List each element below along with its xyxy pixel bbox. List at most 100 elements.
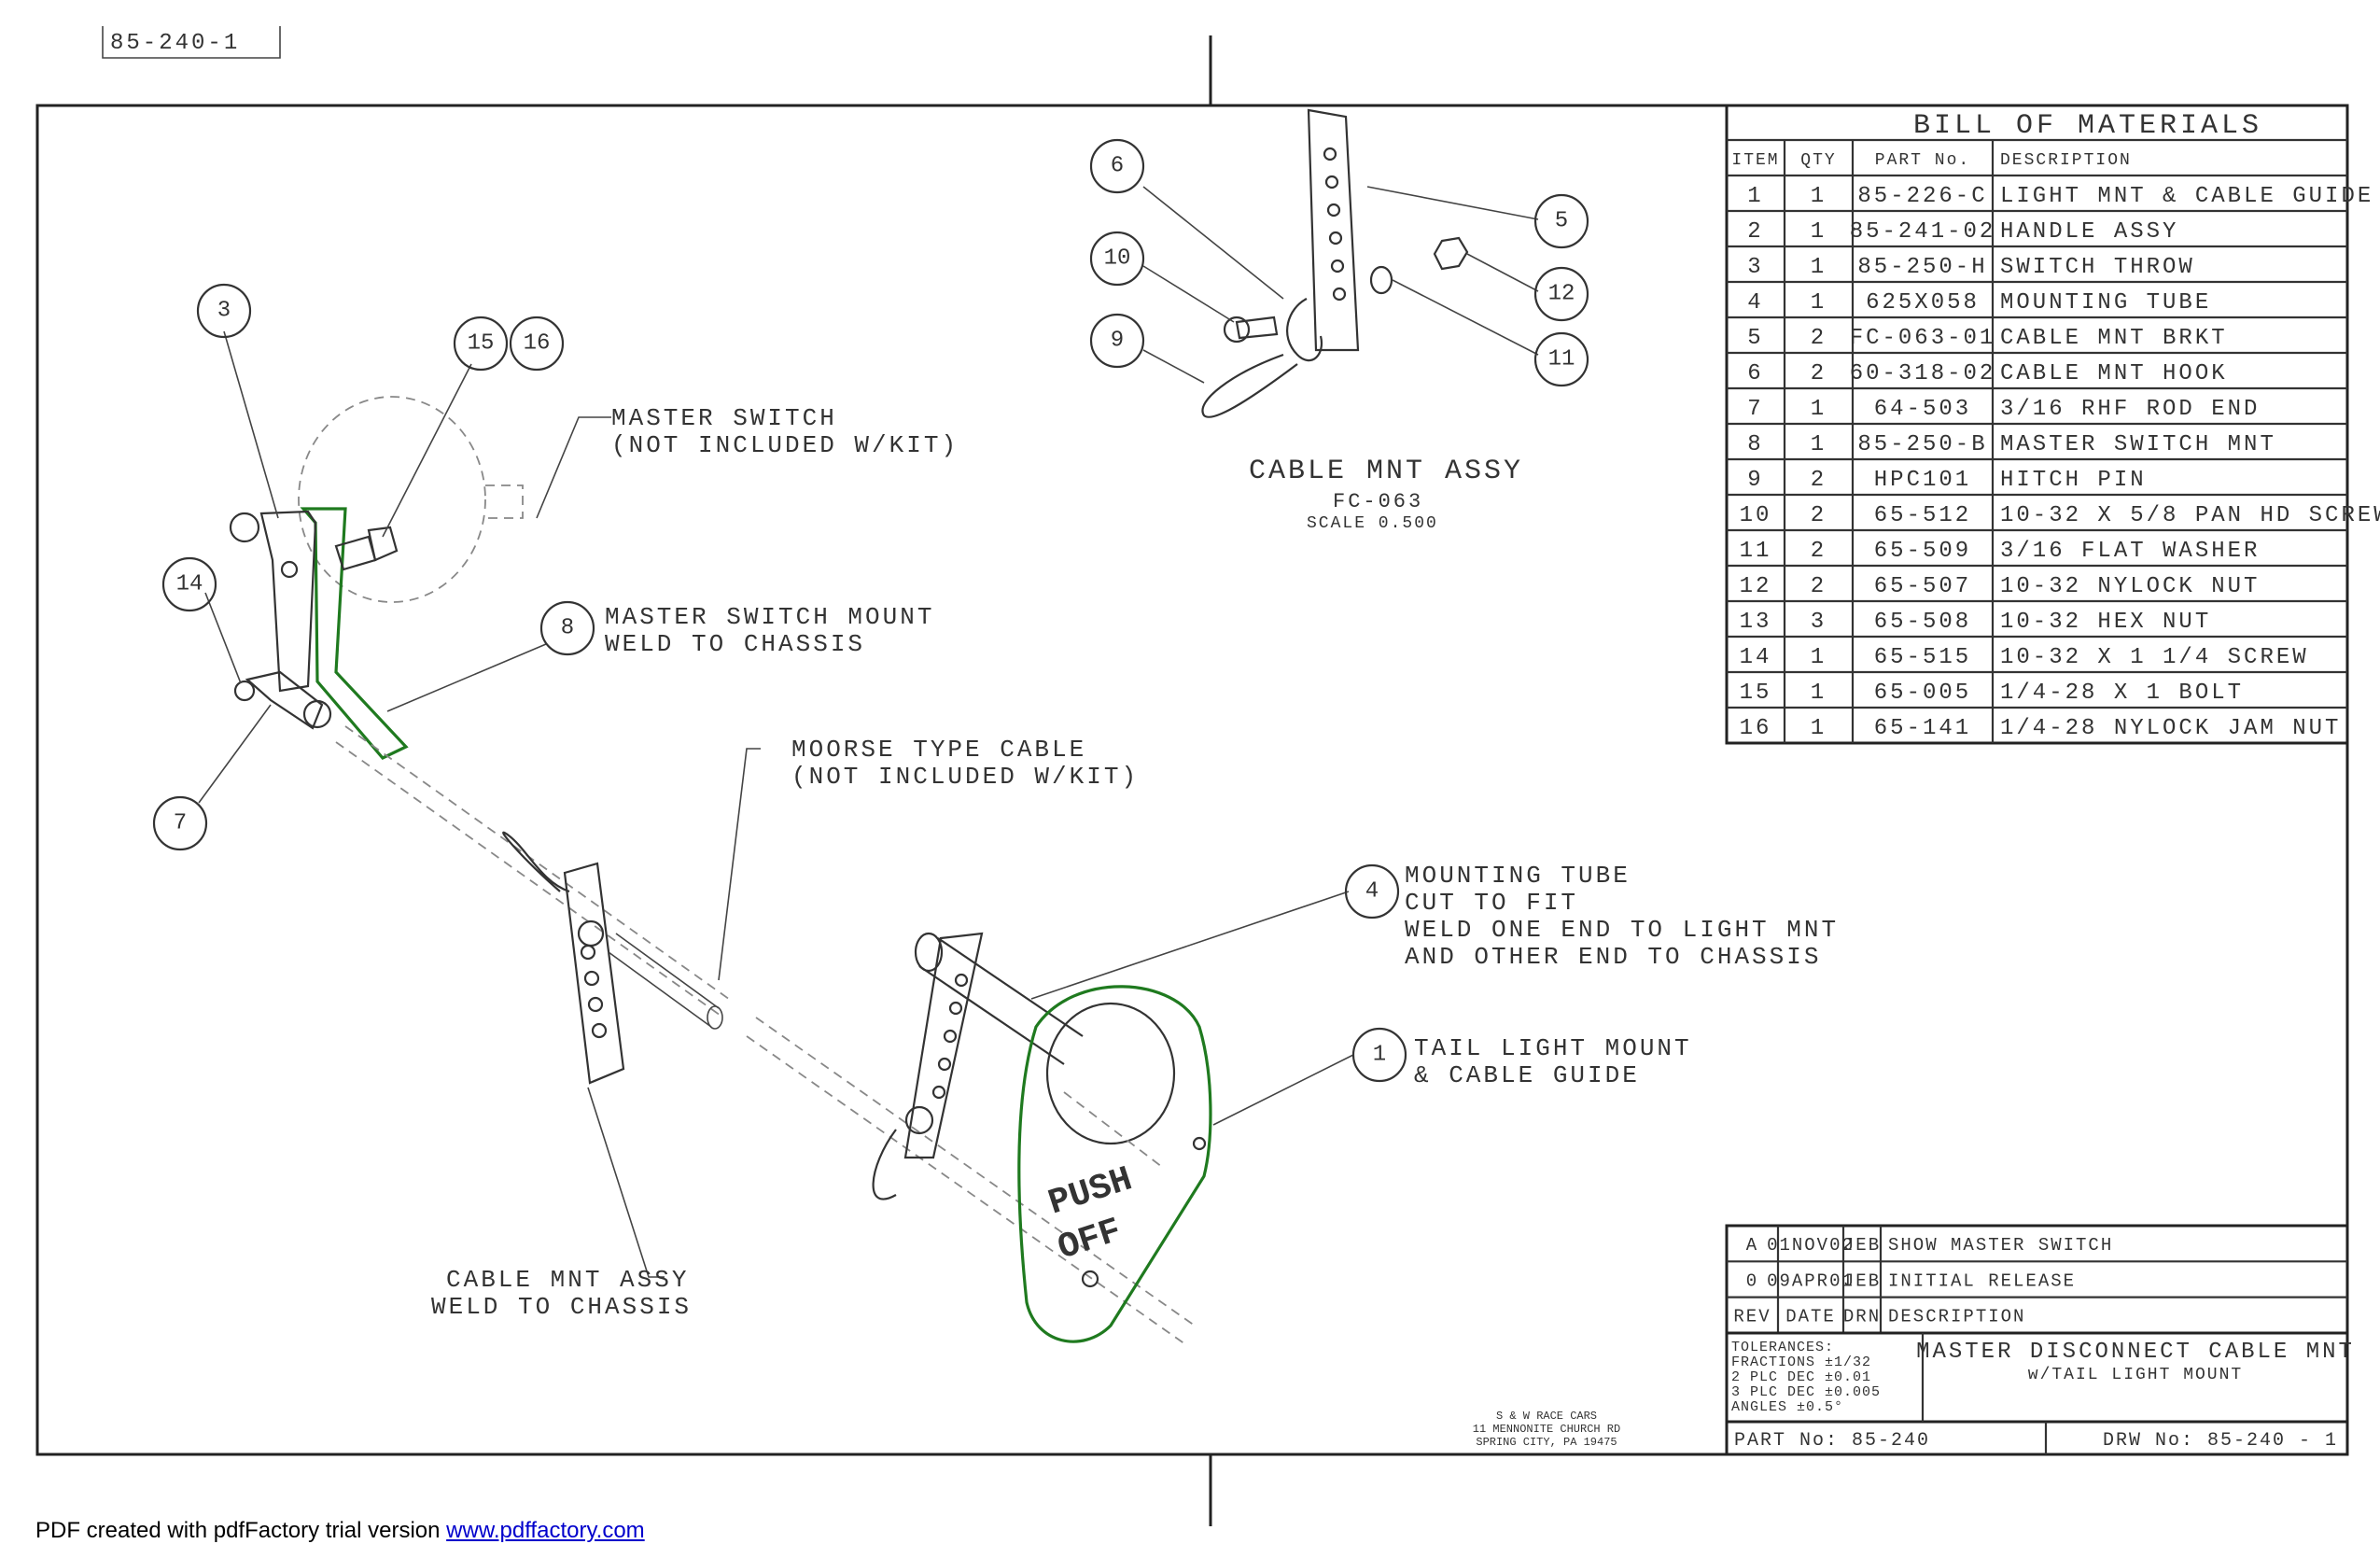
tail-light-label-1: TAIL LIGHT MOUNT <box>1414 1034 1692 1062</box>
light-cable-inner <box>1063 1091 1163 1168</box>
bom-cell: 12 <box>1740 574 1772 599</box>
bom-header-0: ITEM <box>1731 151 1779 170</box>
detail-hole-2 <box>1324 175 1339 189</box>
light-hole <box>1045 1002 1176 1145</box>
revision-cell: SHOW MASTER SWITCH <box>1888 1235 2113 1256</box>
bom-cell: SWITCH THROW <box>2000 255 2195 280</box>
detail-washer <box>1369 265 1393 295</box>
bom-cell: 2 <box>1811 326 1827 351</box>
hitch-pin-center <box>502 831 570 893</box>
bom-cell: 4 <box>1747 290 1763 316</box>
bom-cell: HITCH PIN <box>2000 468 2147 493</box>
bom-cell: 1 <box>1811 255 1827 280</box>
bom-cell: FC-063-01 <box>1850 326 1996 351</box>
svg-text:11: 11 <box>1548 347 1575 372</box>
detail-hole-5 <box>1330 259 1345 274</box>
switch-mount-plate <box>300 507 409 760</box>
bom-cell: 10-32 HEX NUT <box>2000 610 2211 635</box>
pivot-nut <box>229 512 260 543</box>
bom-cell: 60-318-02 <box>1850 361 1996 386</box>
bom-cell: 3 <box>1811 610 1827 635</box>
sheet-border <box>35 104 2349 1456</box>
bom-header-2: PART No. <box>1875 151 1970 170</box>
footer-text: PDF created with pdfFactory trial versio… <box>35 1518 447 1543</box>
bom-header-3: DESCRIPTION <box>2000 151 2132 170</box>
plate-hole-lower <box>1081 1270 1099 1288</box>
detail-hitch-pin <box>1201 353 1298 418</box>
bom-cell: 10 <box>1740 503 1772 528</box>
bom-cell: 2 <box>1811 503 1827 528</box>
moorse-cable-label-2: (NOT INCLUDED W/KIT) <box>791 763 1139 791</box>
balloon-16: 16 <box>509 316 565 372</box>
bom-cell: 2 <box>1747 219 1763 245</box>
bom-cell: 2 <box>1811 574 1827 599</box>
bom-cell: 1 <box>1811 432 1827 457</box>
pdffactory-link[interactable]: www.pdffactory.com <box>446 1518 645 1543</box>
detail-title: CABLE MNT ASSY <box>1249 456 1523 487</box>
push-label: PUSH <box>1043 1159 1137 1224</box>
balloon-7: 7 <box>152 795 208 851</box>
bom-cell: 3 <box>1747 255 1763 280</box>
bom-cell: 2 <box>1811 468 1827 493</box>
cable-mount-bracket <box>563 862 625 1085</box>
lc-hole-4 <box>937 1057 952 1072</box>
bom-cell: 2 <box>1811 539 1827 564</box>
cable-assy-weld-label-1: CABLE MNT ASSY <box>446 1266 689 1294</box>
lc-hole-1 <box>954 973 969 988</box>
revision-cell: 09APR01 <box>1767 1270 1855 1291</box>
detail-hole-3 <box>1326 203 1341 218</box>
switch-mount-label-1: MASTER SWITCH MOUNT <box>605 603 934 631</box>
screw-14 <box>233 680 256 702</box>
switch-bolt-head <box>367 526 399 562</box>
lc-hole-3 <box>943 1029 958 1044</box>
balloon-11: 11 <box>1533 331 1589 387</box>
tolerance-2: FRACTIONS ±1/32 <box>1731 1355 1871 1370</box>
header-tag-box <box>102 26 281 59</box>
drawing-subtitle: w/TAIL LIGHT MOUNT <box>2028 1366 2243 1384</box>
bracket-nut <box>577 919 605 947</box>
revision-cell: 0 <box>1746 1270 1758 1291</box>
balloon-5: 5 <box>1533 193 1589 249</box>
master-switch-assembly <box>229 396 734 1018</box>
bom-cell: 1/4-28 X 1 BOLT <box>2000 681 2244 706</box>
cable-mount-center <box>502 831 1196 1345</box>
part-number: PART No: 85-240 <box>1734 1430 1930 1452</box>
plate-hole-right <box>1192 1136 1207 1151</box>
bom-cell: 65-515 <box>1874 645 1971 670</box>
lc-nut <box>904 1105 934 1135</box>
bom-cell: 85-250-H <box>1857 255 1987 280</box>
balloon-6: 6 <box>1089 138 1145 194</box>
bracket-hole-2 <box>583 970 600 987</box>
revision-cell: JEB <box>1843 1235 1881 1256</box>
revision-cell: A <box>1746 1235 1758 1256</box>
revision-cell: REV <box>1733 1307 1771 1327</box>
tail-light-plate <box>1017 985 1212 1343</box>
bom-cell: 9 <box>1747 468 1763 493</box>
company-name: S & W RACE CARS <box>1496 1410 1597 1423</box>
bom-cell: 85-250-B <box>1857 432 1987 457</box>
bom-cell: 625X058 <box>1866 290 1980 316</box>
bom-cell: 1 <box>1811 716 1827 741</box>
bom-cell: 15 <box>1740 681 1772 706</box>
bracket-hole-1 <box>580 944 596 961</box>
bom-cell: CABLE MNT HOOK <box>2000 361 2228 386</box>
tolerance-4: 3 PLC DEC ±0.005 <box>1731 1384 1881 1400</box>
master-switch-phantom-shaft <box>485 484 524 519</box>
balloon-12: 12 <box>1533 266 1589 322</box>
bom-cell: 1 <box>1811 290 1827 316</box>
svg-text:10: 10 <box>1104 246 1131 272</box>
title-block: TOLERANCES: FRACTIONS ±1/32 2 PLC DEC ±0… <box>1725 1331 2352 1456</box>
balloon-4: 4 <box>1344 863 1400 919</box>
rod-end <box>245 670 324 730</box>
mounting-tube-end <box>914 932 944 973</box>
bom-cell: 1 <box>1811 681 1827 706</box>
revision-cell: DATE <box>1785 1307 1836 1327</box>
svg-text:16: 16 <box>524 331 551 357</box>
bom-cell: 2 <box>1811 361 1827 386</box>
mounting-tube-label-3: WELD ONE END TO LIGHT MNT <box>1405 916 1839 944</box>
master-switch-label-1: MASTER SWITCH <box>611 404 837 432</box>
detail-hole-4 <box>1328 231 1343 246</box>
balloon-8: 8 <box>539 600 595 656</box>
